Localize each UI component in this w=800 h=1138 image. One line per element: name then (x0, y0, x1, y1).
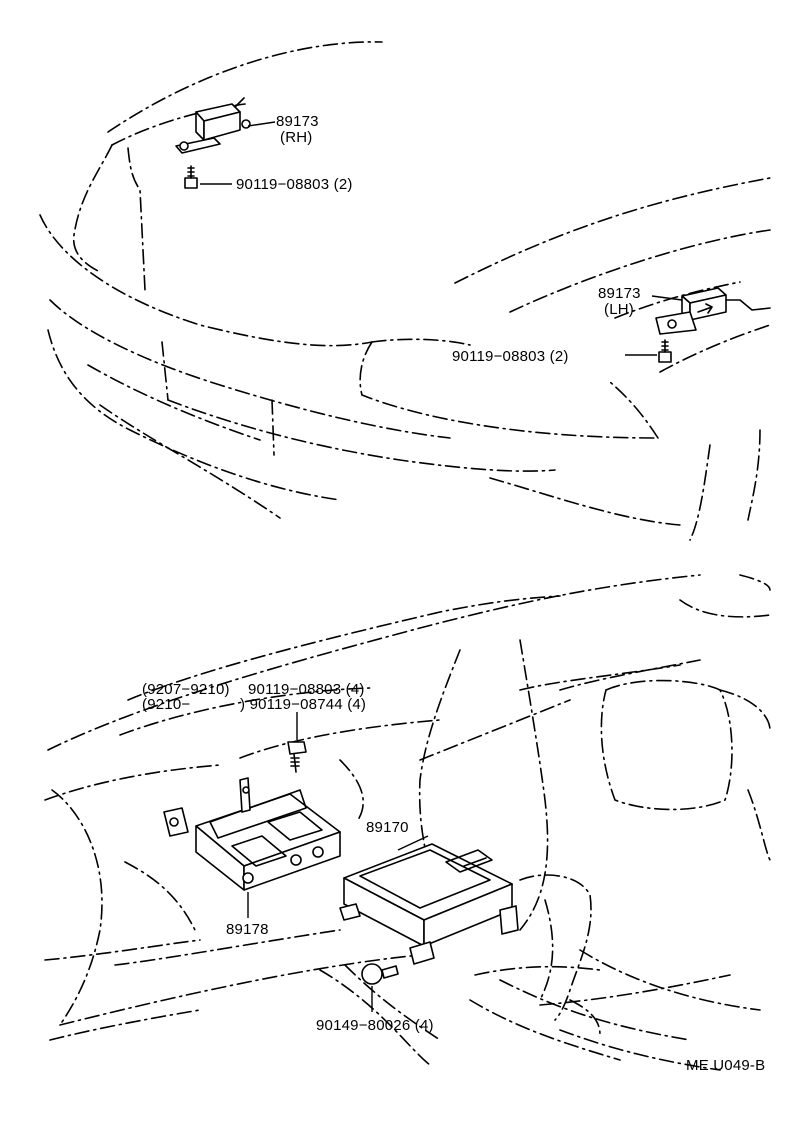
bracket-bolt-icon (287, 712, 307, 773)
sensor-lh-part-number: 89173 (598, 285, 641, 302)
ecu-screw-icon (361, 963, 399, 1012)
bracket-bolt-part-number-1: 90119−08803 (4) (248, 681, 365, 698)
sensor-rh-side-label: (RH) (280, 129, 312, 146)
sensor-lh (651, 287, 771, 335)
screw-part-number: 90149−80026 (4) (316, 1017, 434, 1034)
bracket-bolt-range-2: (9210− (142, 696, 190, 713)
sensor-rh (175, 97, 276, 154)
interior-outline (44, 574, 771, 1071)
vehicle-front-outline (39, 41, 771, 541)
sensor-rh-part-number: 89173 (276, 113, 319, 130)
bolt-lh-icon (625, 339, 672, 363)
bracket-bolt-range-1: (9207−9210) (142, 681, 230, 698)
bracket-bolt-part-number-2: ) 90119−08744 (4) (240, 696, 366, 713)
ecu-part-number: 89170 (366, 819, 409, 836)
sensor-lh-side-label: (LH) (604, 301, 634, 318)
ecu-bracket (163, 777, 341, 918)
bolt-lh-part-number: 90119−08803 (2) (452, 348, 569, 365)
bracket-part-number: 89178 (226, 921, 269, 938)
figure-code: ME U049-B (686, 1057, 765, 1074)
airbag-ecu (339, 835, 519, 965)
bolt-rh-icon (184, 165, 232, 189)
bolt-rh-part-number: 90119−08803 (2) (236, 176, 353, 193)
